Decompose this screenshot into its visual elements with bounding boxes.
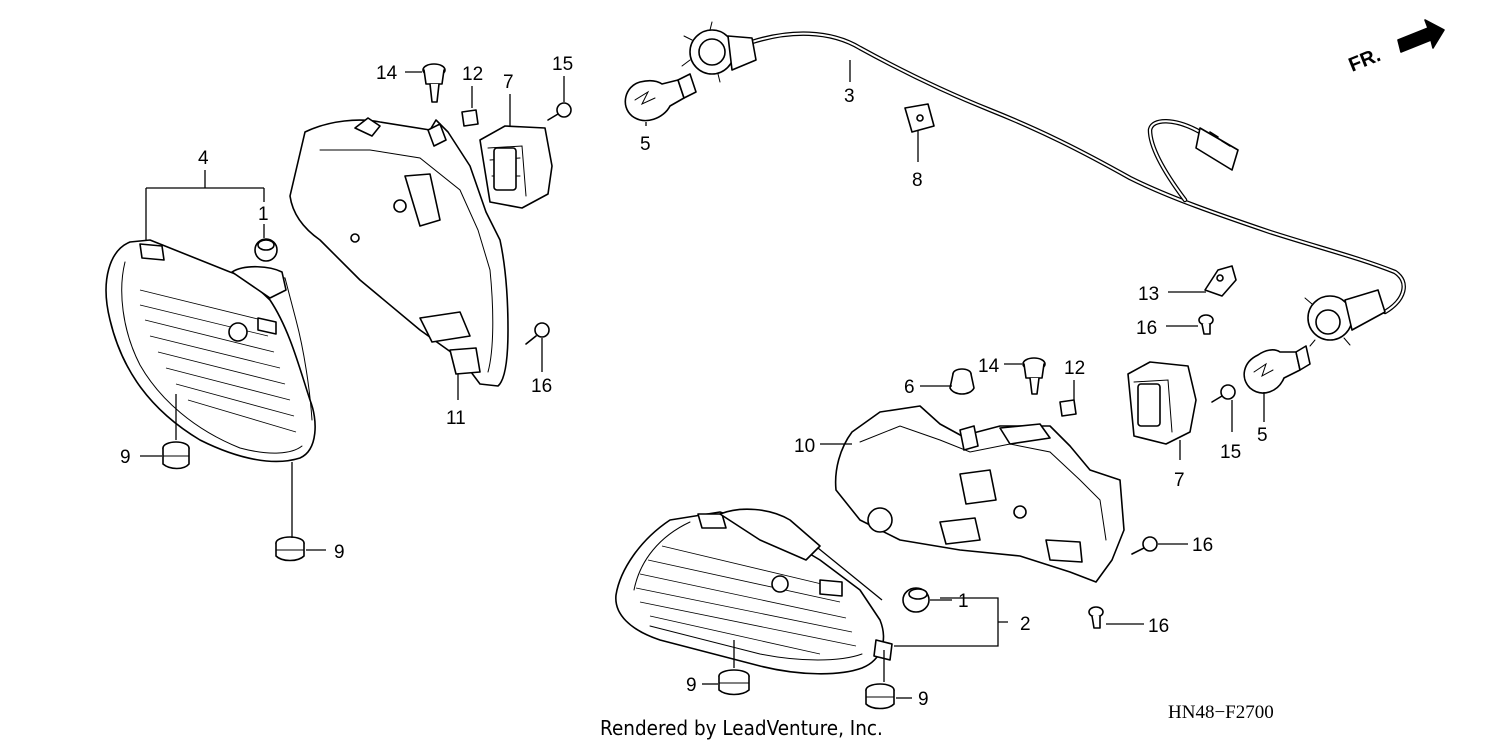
screw-16-bottom [1088, 606, 1104, 629]
callout-8: 8 [912, 170, 923, 191]
callout-6: 6 [904, 377, 915, 398]
callout-12-upper: 12 [462, 64, 483, 85]
callout-16-bottom: 16 [1148, 616, 1169, 637]
callout-16-upper: 16 [531, 376, 552, 397]
callout-4: 4 [198, 148, 209, 169]
callout-10: 10 [794, 436, 815, 457]
screw-16-upper [525, 322, 550, 345]
callout-5-lower: 5 [1257, 425, 1268, 446]
bulb-socket-lower [1304, 289, 1386, 347]
wire-harness [681, 21, 1406, 347]
bulb-lower [1243, 345, 1311, 394]
callout-9-lower-left: 9 [334, 542, 345, 563]
callout-15-lower: 15 [1220, 442, 1241, 463]
bulb-upper [624, 73, 697, 122]
callout-1-lower: 1 [958, 591, 969, 612]
grommet-9-lower-left [275, 536, 305, 562]
headlight-lens-left [105, 239, 316, 463]
bulb-boot-lower [1127, 361, 1197, 445]
bulb-boot-upper [479, 125, 553, 209]
grommet-9-upper [162, 441, 190, 470]
headlight-lens-right [615, 508, 893, 675]
grommet-1-upper [254, 238, 278, 262]
headlight-bracket-lower [834, 405, 1125, 583]
callout-2: 2 [1020, 614, 1031, 635]
callout-14-upper: 14 [376, 63, 398, 84]
callout-1-upper: 1 [258, 204, 269, 225]
callout-7-lower: 7 [1174, 470, 1185, 491]
front-direction-arrow-icon: FR. [1346, 19, 1445, 77]
callout-12-lower: 12 [1064, 358, 1085, 379]
render-credit: Rendered by LeadVenture, Inc. [600, 716, 883, 740]
grommet-9-lower-mid [718, 669, 750, 696]
callout-16-right: 16 [1192, 535, 1213, 556]
screw-14-upper [422, 63, 446, 103]
screw-14-lower [1022, 357, 1046, 395]
nut-12-lower [1059, 399, 1077, 417]
diagram-code: HN48−F2700 [1168, 702, 1274, 723]
screw-15-upper [547, 102, 572, 121]
collar-6 [949, 368, 975, 395]
clip-13 [1204, 265, 1237, 297]
grommet-1-lower [902, 587, 930, 613]
callout-3: 3 [844, 86, 855, 107]
callout-13: 13 [1138, 284, 1159, 305]
nut-12-upper [461, 109, 479, 127]
callout-5-upper: 5 [640, 134, 651, 155]
callout-14-lower: 14 [978, 356, 1000, 377]
callout-16-mid: 16 [1136, 318, 1157, 339]
callout-9-upper: 9 [120, 447, 131, 468]
grommet-9-lower-right [865, 683, 895, 710]
bulb-socket-upper [681, 21, 757, 83]
callout-15-upper: 15 [552, 54, 573, 75]
callout-11: 11 [446, 408, 466, 429]
callout-9-lower-mid: 9 [686, 675, 697, 696]
direction-label: FR. [1346, 44, 1384, 76]
harness-clip [904, 103, 935, 133]
callout-labels: 14 12 7 15 4 1 5 3 8 9 9 11 16 13 16 14 … [120, 54, 1268, 710]
screw-16-right [1131, 536, 1158, 555]
callout-7-upper: 7 [503, 72, 514, 93]
callout-9-lower-right: 9 [918, 689, 929, 710]
screw-15-lower [1211, 384, 1236, 403]
headlight-bracket-left [289, 117, 509, 387]
screw-16-mid [1198, 314, 1214, 335]
leader-lines [140, 60, 1265, 699]
